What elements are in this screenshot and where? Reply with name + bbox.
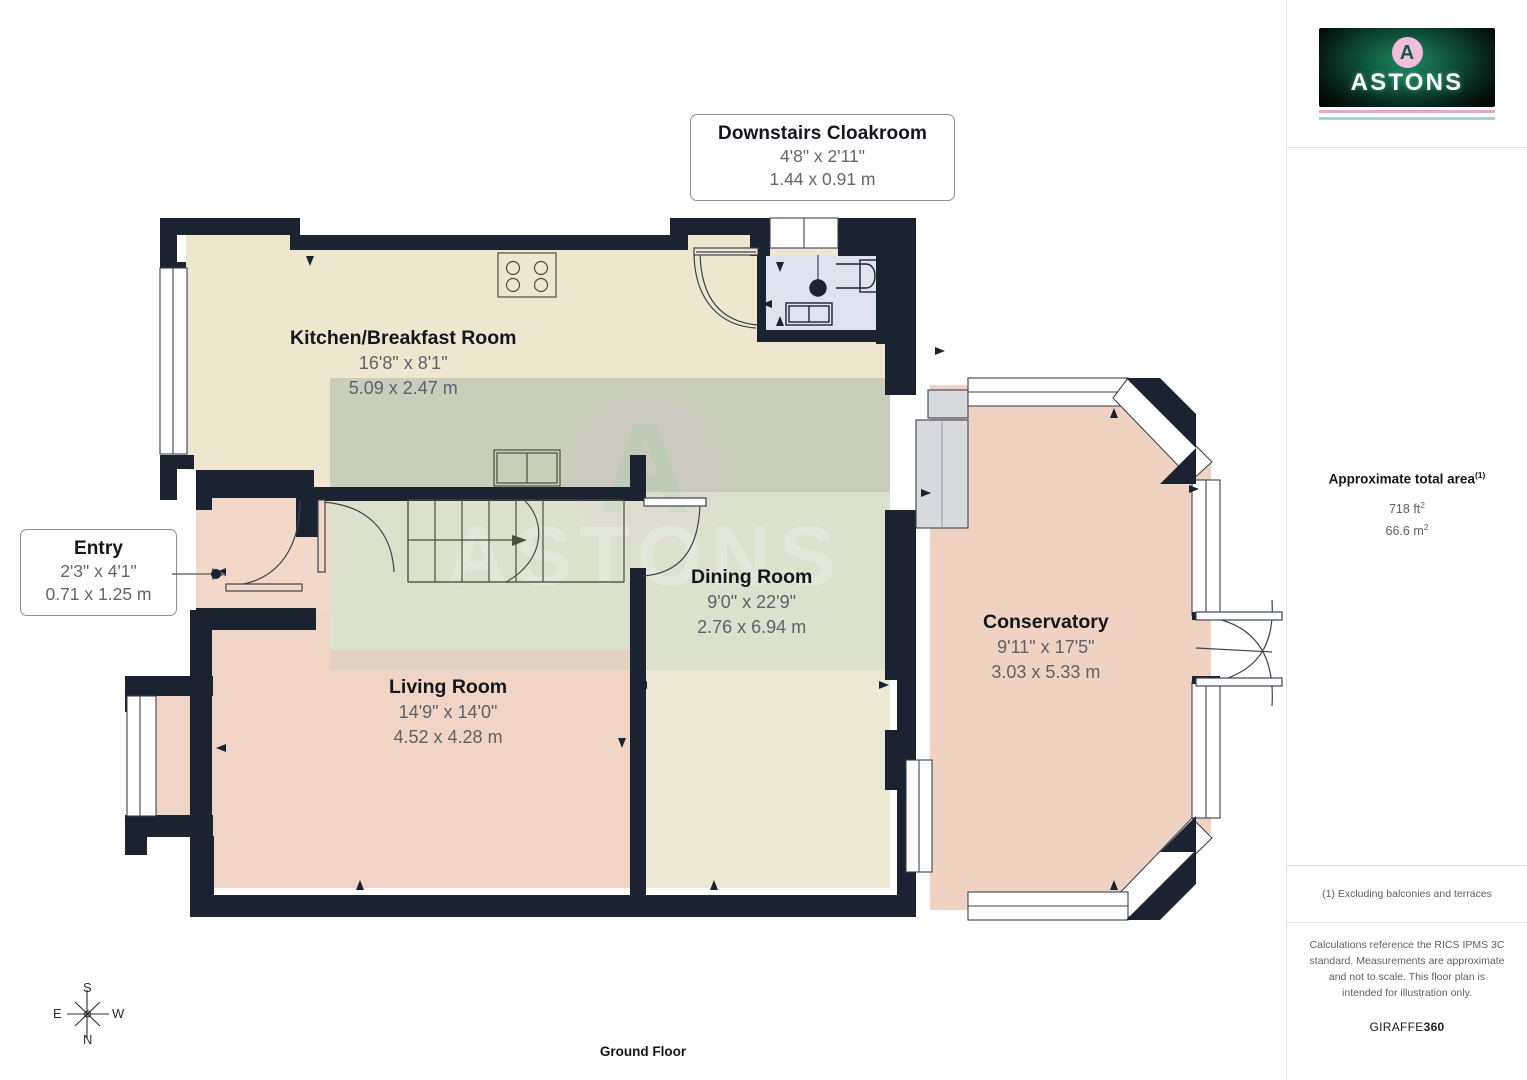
- staircase: [407, 499, 625, 583]
- disclaimer-section: Calculations reference the RICS IPMS 3C …: [1287, 923, 1527, 1080]
- cloakroom-fixtures: [785, 255, 879, 326]
- metric-unit-exponent: 2: [1423, 522, 1429, 533]
- total-area-section: Approximate total area(1) 718 ft2 66.6 m…: [1287, 148, 1527, 866]
- brand-logo-section: A ASTONS: [1287, 0, 1527, 148]
- astons-logo: A ASTONS: [1319, 27, 1495, 107]
- entry-leader-line: [172, 568, 226, 580]
- compass-label-bottom: N: [83, 1032, 93, 1047]
- kitchen-hob: [497, 252, 557, 298]
- giraffe360-brand-suffix: 360: [1423, 1019, 1445, 1034]
- info-sidebar: A ASTONS Approximate total area(1) 718 f…: [1286, 0, 1527, 1080]
- callout-title: Entry: [73, 538, 124, 559]
- floorplan-canvas: A ASTONS: [125, 217, 1283, 921]
- total-area-imperial-value: 718 ft: [1388, 501, 1421, 516]
- conservatory-floor-fill: [930, 385, 1211, 910]
- walls: [125, 218, 916, 917]
- room-fills: [155, 235, 1211, 910]
- total-area-footnote-marker: (1): [1474, 470, 1486, 481]
- hall-tint: [330, 378, 890, 670]
- kitchen-tint: [330, 378, 890, 492]
- disclaimer-text: Calculations reference the RICS IPMS 3C …: [1309, 939, 1505, 999]
- giraffe360-brand-prefix: GIRAFFE: [1369, 1019, 1424, 1034]
- logo-accent-rule-pink: [1319, 109, 1495, 113]
- logo-accent-rule-teal: [1319, 116, 1495, 120]
- astons-wordmark: ASTONS: [1350, 69, 1464, 96]
- dimension-ticks: [176, 256, 1199, 890]
- compass-rose: S N E W: [25, 980, 125, 1052]
- doors: [225, 247, 759, 592]
- living-floor-fill-main: [211, 650, 630, 888]
- total-area-metric: 66.6 m2: [1386, 520, 1429, 543]
- floor-caption: Ground Floor: [599, 1044, 687, 1059]
- total-area-title: Approximate total area(1): [1329, 470, 1486, 487]
- callout-title: Downstairs Cloakroom: [718, 123, 927, 144]
- callout-dimensions-metric: 0.71 x 1.25 m: [45, 584, 152, 605]
- imperial-unit-exponent: 2: [1420, 499, 1425, 510]
- callout-dimensions-imperial: 4'8" x 2'11": [780, 146, 865, 167]
- callout-dimensions-imperial: 2'3" x 4'1": [60, 561, 137, 582]
- under-stair-cupboard: [493, 449, 561, 487]
- callout-downstairs-cloakroom: Downstairs Cloakroom 4'8" x 2'11" 1.44 x…: [690, 114, 955, 202]
- compass-label-right: W: [112, 1006, 125, 1021]
- astons-badge-icon: A: [1391, 37, 1423, 68]
- callout-dimensions-metric: 1.44 x 0.91 m: [769, 169, 876, 190]
- footnote-section: (1) Excluding balconies and terraces: [1287, 866, 1527, 923]
- total-area-title-text: Approximate total area: [1328, 471, 1475, 487]
- compass-label-left: E: [53, 1006, 62, 1021]
- dining-floor-fill-lower: [632, 660, 890, 888]
- total-area-imperial: 718 ft2: [1389, 498, 1425, 521]
- callout-entry: Entry 2'3" x 4'1" 0.71 x 1.25 m: [20, 529, 177, 617]
- logo-wrapper: A ASTONS: [1319, 27, 1495, 120]
- giraffe360-brand: GIRAFFE360: [1309, 1020, 1505, 1034]
- compass-label-top: S: [83, 980, 92, 995]
- footnote-text: (1) Excluding balconies and terraces: [1322, 888, 1492, 900]
- total-area-metric-value: 66.6 m: [1385, 524, 1424, 539]
- conservatory-french-doors: [1195, 599, 1283, 707]
